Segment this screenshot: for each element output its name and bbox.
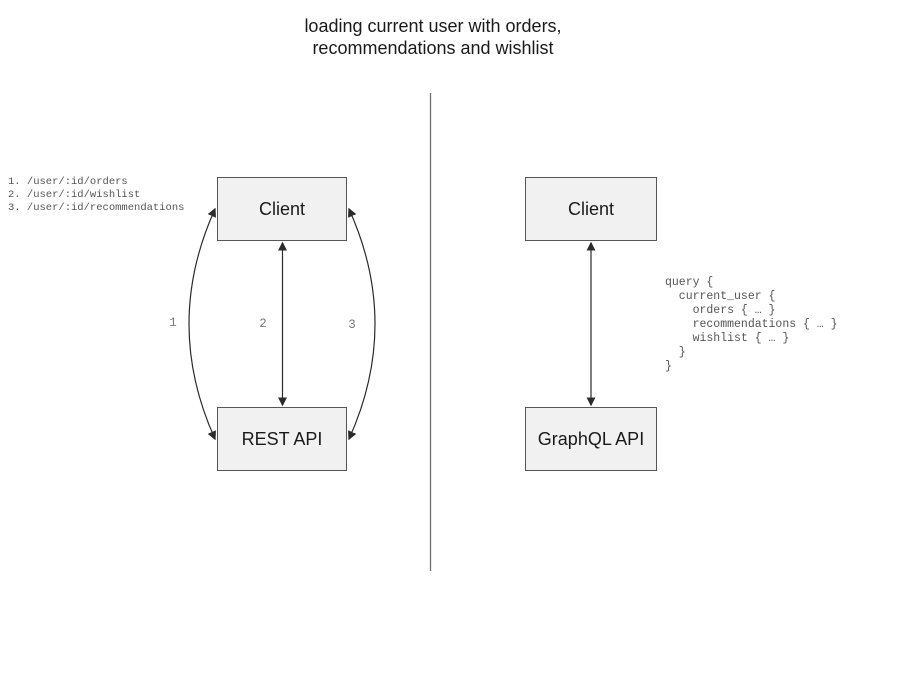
- graphql-client-node: Client: [525, 177, 657, 241]
- rest-arrow-1-curve: [188, 207, 216, 441]
- graphql-api-node: GraphQL API: [525, 407, 657, 471]
- rest-arrow-label-2: 2: [259, 317, 267, 331]
- rest-arrow-label-3: 3: [348, 318, 356, 332]
- graphql-client-node-label: Client: [567, 198, 615, 219]
- rest-endpoint-list: 1. /user/:id/orders 2. /user/:id/wishlis…: [8, 176, 185, 214]
- rest-arrow-label-1: 1: [169, 316, 177, 330]
- graphql-query-snippet: query { current_user { orders { … } reco…: [665, 276, 838, 373]
- rest-client-node: Client: [217, 177, 347, 241]
- rest-api-node-label: REST API: [241, 428, 323, 449]
- rest-client-node-label: Client: [258, 198, 306, 219]
- rest-api-node: REST API: [217, 407, 347, 471]
- graphql-api-node-label: GraphQL API: [537, 428, 645, 449]
- diagram-title: loading current user with orders, recomm…: [304, 16, 562, 58]
- rest-arrow-3-curve: [348, 207, 376, 441]
